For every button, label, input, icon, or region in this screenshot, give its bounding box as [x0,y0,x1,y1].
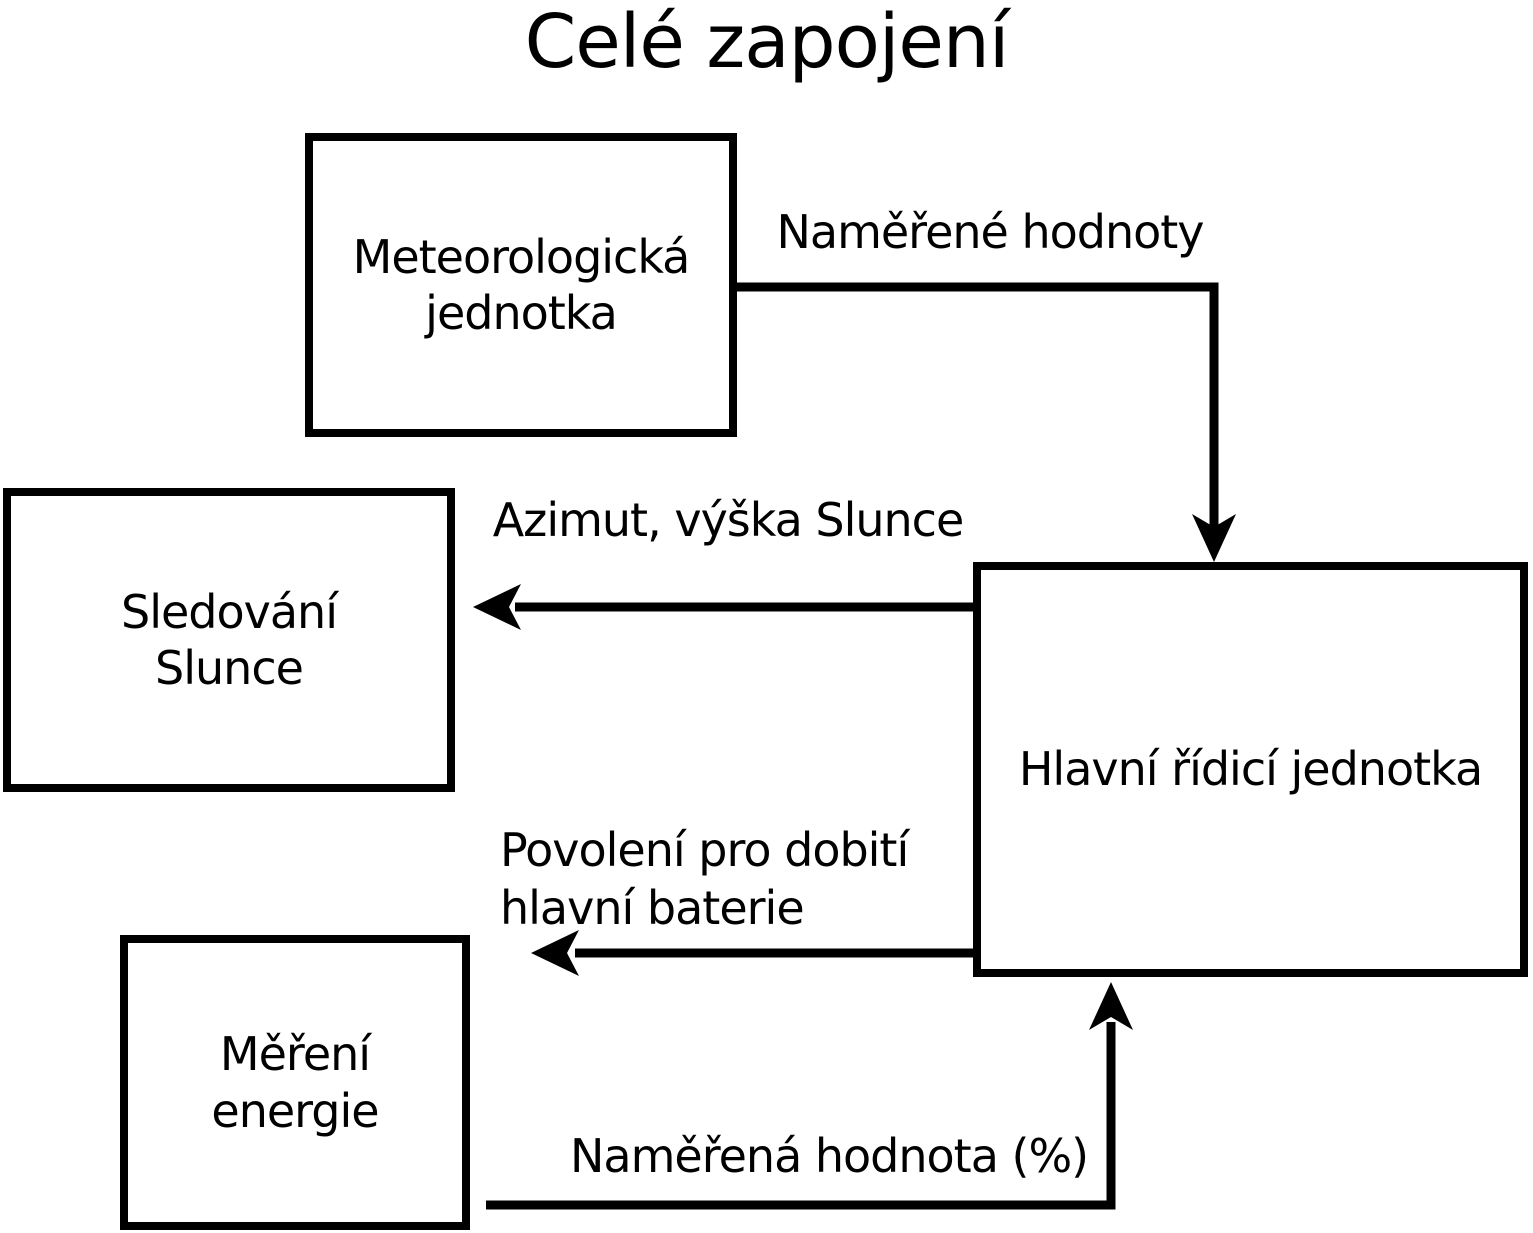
node-label-line: Slunce [155,641,304,695]
node-label-line: energie [211,1083,379,1138]
node-label-line: jednotka [425,286,618,340]
diagram-title: Celé zapojení [524,0,1010,85]
edge-label-povoleni-pro-dobiti: Povolení pro dobití hlavní baterie [500,822,909,938]
arrowhead-left-icon [473,584,521,630]
edge-label-line: hlavní baterie [500,880,805,935]
node-meteorologicka-jednotka: Meteorologická jednotka [305,133,737,437]
edge-label-line: Povolení pro dobití [500,823,909,877]
arrow-namerena-hodnota [486,982,1133,1210]
edge-label-namerena-hodnota: Naměřená hodnota (%) [570,1129,1089,1183]
node-label-line: Meteorologická [352,229,691,284]
arrow-namerene-hodnoty [734,282,1236,562]
arrow-povoleni-pro-dobiti [531,930,975,976]
arrowhead-left-icon [531,930,579,976]
node-mereni-energie: Měření energie [120,935,470,1230]
edge-label-namerene-hodnoty: Naměřené hodnoty [776,205,1204,259]
edge-label-azimut-vyska-slunce: Azimut, výška Slunce [492,493,965,547]
node-sledovani-slunce: Sledování Slunce [3,488,455,792]
arrowhead-down-icon [1192,514,1236,562]
node-label-line: Měření [219,1027,371,1082]
node-label-line: Hlavní řídicí jednotka [1018,742,1483,797]
node-label-line: Sledování [121,584,338,639]
arrowhead-up-icon [1089,982,1133,1030]
arrow-azimut-vyska-slunce [473,584,975,630]
node-hlavni-ridici-jednotka: Hlavní řídicí jednotka [973,562,1528,977]
